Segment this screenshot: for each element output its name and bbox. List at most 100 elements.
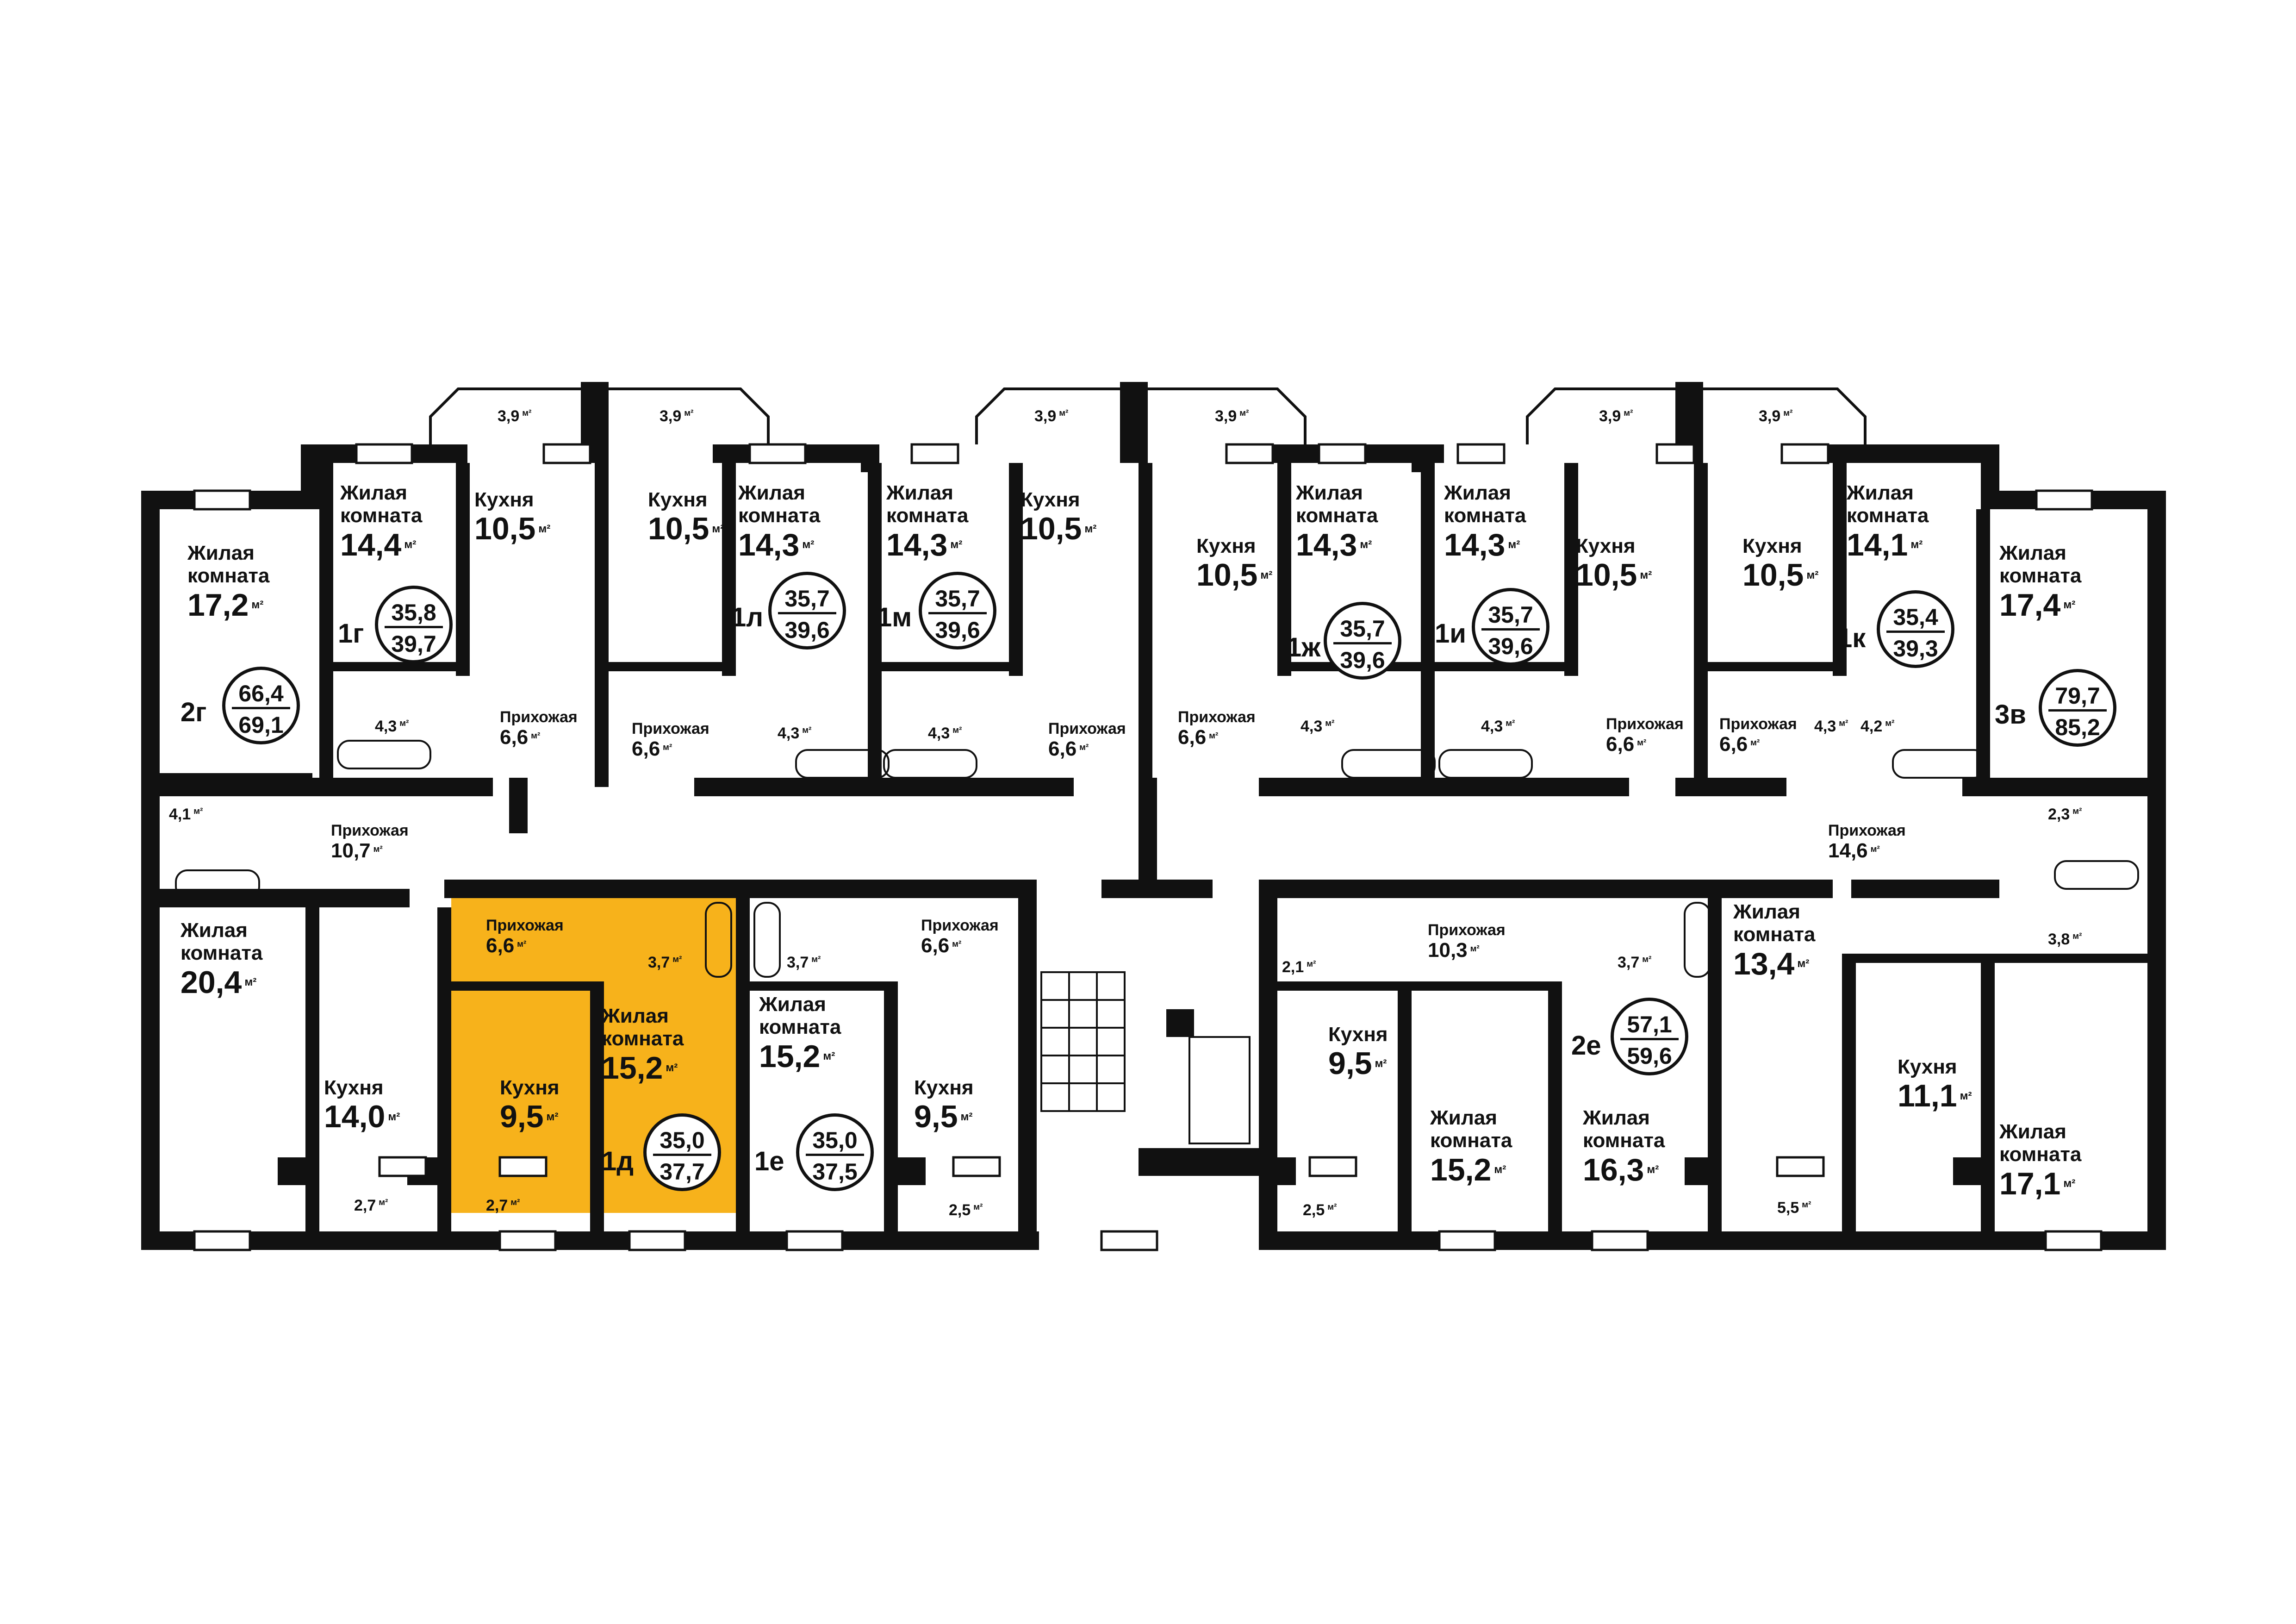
apartment-badge[interactable]: 35,0 37,7 [643, 1113, 721, 1191]
divider [1481, 628, 1540, 631]
apartment-code: 1л [731, 602, 764, 632]
total-area: 59,6 [1627, 1043, 1672, 1069]
total-area: 39,6 [935, 617, 980, 643]
divider [778, 612, 836, 614]
total-area: 37,7 [660, 1159, 705, 1185]
apartment-code: 1к [1837, 623, 1866, 653]
total-area: 39,6 [1488, 633, 1533, 659]
living-area: 35,7 [1488, 602, 1533, 628]
stairwell [1040, 971, 1251, 1144]
divider [806, 1154, 864, 1156]
walls [141, 382, 2166, 1250]
apartment-badge[interactable]: 35,4 39,3 [1877, 590, 1954, 668]
apartment-code: 1ж [1287, 632, 1321, 662]
living-area: 35,8 [391, 600, 436, 625]
apartment-badge[interactable]: 35,7 39,6 [1472, 588, 1549, 666]
living-area: 35,4 [1893, 604, 1938, 630]
living-area: 35,0 [660, 1127, 705, 1153]
apartment-code: 1и [1435, 618, 1466, 649]
apartment-code: 1м [877, 602, 912, 632]
divider [2048, 709, 2107, 712]
apartment-code: 3в [1995, 700, 2026, 730]
divider [1620, 1038, 1679, 1040]
apartment-1d-highlight[interactable] [451, 889, 736, 1213]
apartment-code: 1е [754, 1146, 784, 1176]
apartment-badge[interactable]: 35,0 37,5 [796, 1113, 874, 1191]
living-area: 35,0 [812, 1127, 858, 1153]
total-area: 39,7 [391, 631, 436, 657]
living-area: 35,7 [935, 586, 980, 612]
apartment-code: 1г [338, 618, 364, 649]
divider [928, 612, 987, 614]
total-area: 85,2 [2055, 714, 2100, 740]
total-area: 39,6 [1340, 647, 1385, 673]
divider [232, 707, 290, 709]
windows [193, 443, 2103, 1251]
total-area: 37,5 [812, 1159, 858, 1185]
apartment-badge[interactable]: 35,7 39,6 [919, 572, 996, 650]
bathtubs [175, 740, 2139, 978]
living-area: 35,7 [784, 586, 830, 612]
divider [385, 626, 443, 628]
divider [1333, 642, 1392, 644]
total-area: 39,3 [1893, 636, 1938, 662]
living-area: 35,7 [1340, 616, 1385, 642]
divider [653, 1154, 711, 1156]
apartment-code: 1д [602, 1146, 634, 1176]
apartment-badge[interactable]: 35,7 39,6 [1324, 602, 1401, 680]
apartment-badge[interactable]: 35,8 39,7 [375, 586, 453, 663]
